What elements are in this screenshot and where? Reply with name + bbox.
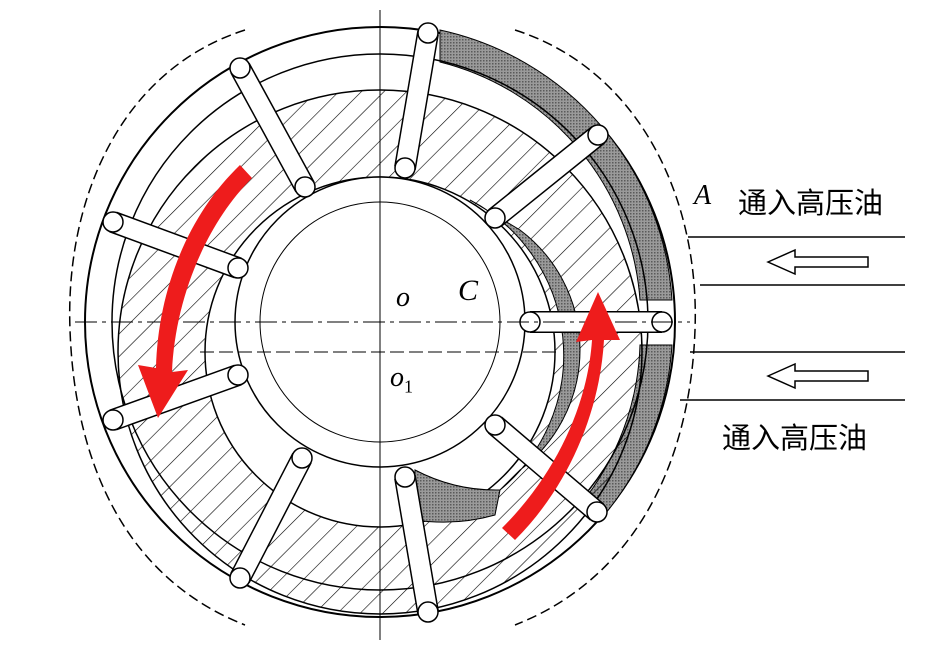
vane [102,211,249,279]
point-c-label: C [458,274,479,307]
housing-right-dashed [514,29,697,626]
flow-arrow-bottom-icon [766,362,869,390]
inlet-bottom-label: 通入高压油 [722,421,868,455]
vanes [102,22,673,623]
housing-left-dashed [68,29,246,626]
vane [484,124,609,229]
vane [394,466,439,623]
vane [229,447,313,589]
pressure-chamber-lower [414,469,501,523]
center-o1-letter: o [390,362,404,393]
inlet-pipes [680,236,905,401]
port-a-label: A [694,180,712,211]
flow-arrow-top-icon [766,248,869,276]
rotation-arrow-left-icon [138,165,252,418]
rotation-arrow-right-icon [502,292,620,540]
pressure-zone-outer [439,29,673,301]
inlet-top-label: 通入高压油 [738,186,884,220]
vane [394,22,439,179]
center-o1-label: o1 [390,362,413,398]
center-o1-subscript: 1 [404,376,413,397]
vane [229,57,316,198]
vane [484,414,608,523]
center-o-label: o [396,282,410,313]
vane [102,364,249,431]
